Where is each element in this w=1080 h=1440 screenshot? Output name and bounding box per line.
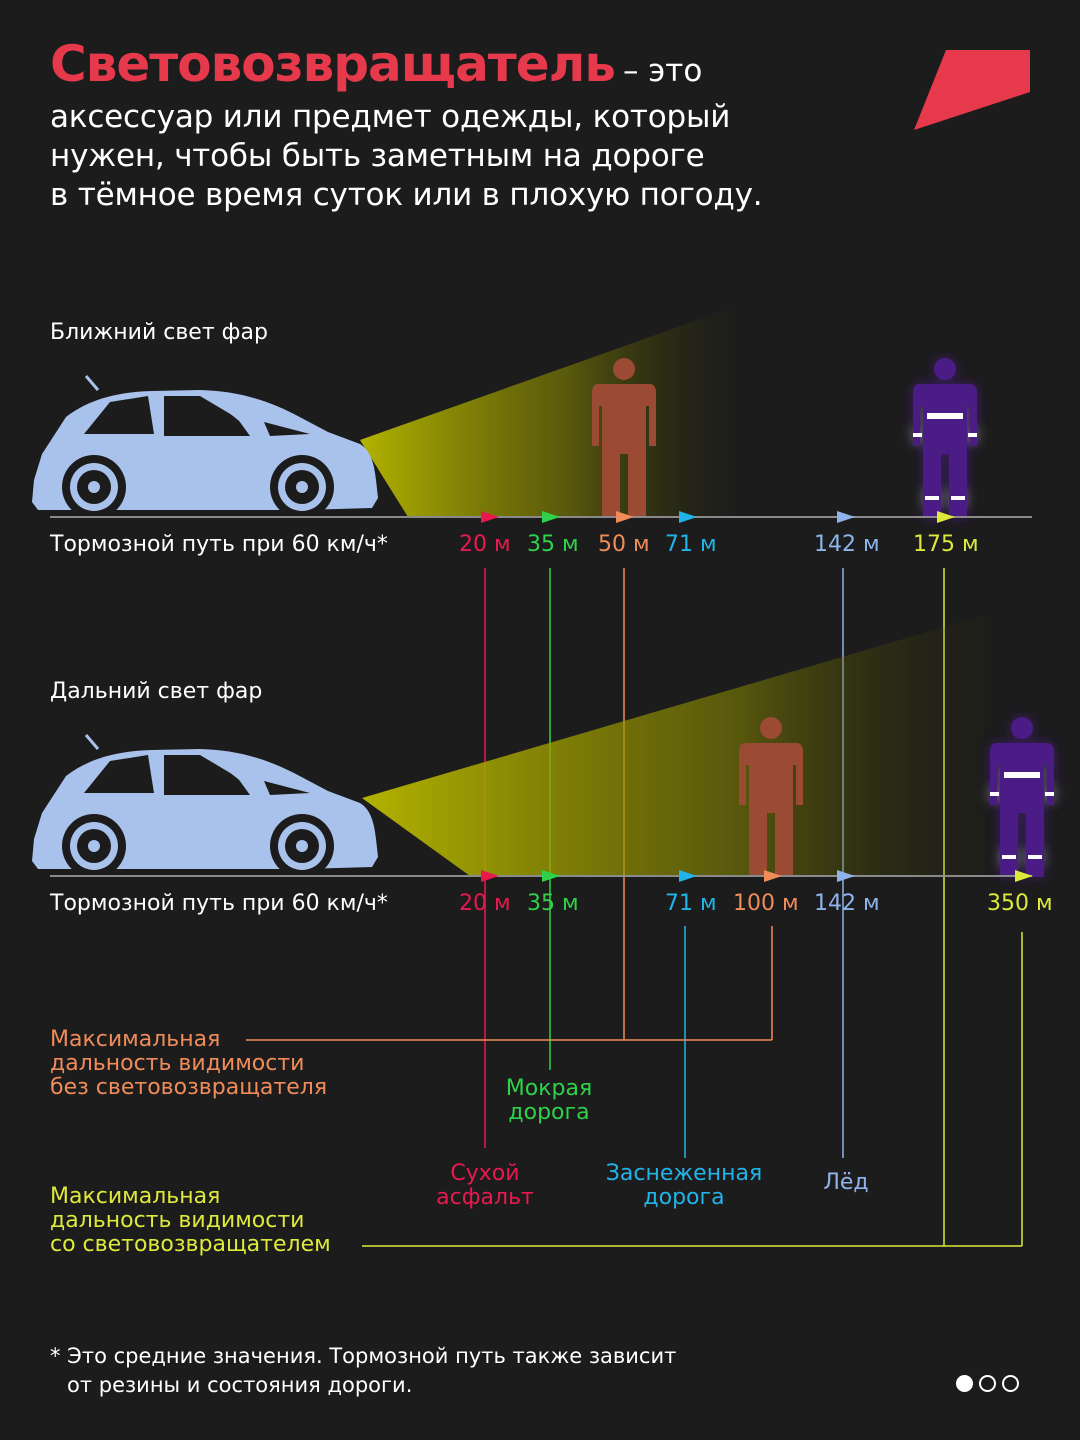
distance-350m-2: 350 м	[987, 891, 1053, 916]
markers-1	[481, 511, 955, 523]
marker-71m-2	[679, 870, 697, 882]
marker-20m-1	[481, 511, 499, 523]
marker-100m-2	[764, 870, 782, 882]
legend-snow-line-1: Заснеженная	[605, 1161, 763, 1186]
marker-175m-1	[937, 511, 955, 523]
pagination-dot-1[interactable]	[956, 1375, 973, 1392]
legend-wet-road: Мокрая дорога	[501, 1077, 597, 1125]
legend-ice: Лёд	[818, 1171, 874, 1195]
high-beam-light	[362, 615, 985, 876]
distance-35m-1: 35 м	[527, 532, 579, 557]
legend-no-reflector-line-2: дальность видимости	[50, 1051, 305, 1076]
pedestrian-reflector-1	[913, 358, 977, 518]
car-low-beam	[30, 374, 380, 521]
title-rest: – это	[622, 53, 703, 89]
marker-142m-1	[837, 511, 855, 523]
marker-20m-2	[481, 870, 499, 882]
marker-35m-2	[542, 870, 560, 882]
legend-with-reflector-line-1: Максимальная	[50, 1184, 221, 1209]
legend-wet-line-1: Мокрая	[505, 1076, 593, 1101]
title-highlight: Световозвращатель	[50, 35, 616, 93]
legend-dry-asphalt: Сухой асфальт	[430, 1162, 540, 1210]
brand-logo-shape	[914, 50, 1030, 130]
distance-100m-2: 100 м	[733, 891, 799, 916]
marker-142m-2	[837, 870, 855, 882]
car-high-beam	[30, 733, 380, 880]
intro-line-1: аксессуар или предмет одежды, который	[50, 99, 731, 135]
pagination-dots	[956, 1375, 1019, 1392]
distance-71m-1: 71 м	[665, 532, 717, 557]
distance-71m-2: 71 м	[665, 891, 717, 916]
intro-line-2: нужен, чтобы быть заметным на дороге	[50, 138, 705, 174]
distance-175m-1: 175 м	[913, 532, 979, 557]
legend-no-reflector-line-1: Максимальная	[50, 1027, 221, 1052]
title-block: Световозвращатель– это аксессуар или пре…	[50, 39, 870, 215]
legend-dry-line-2: асфальт	[436, 1185, 534, 1210]
footnote-line-1: * Это средние значения. Тормозной путь т…	[50, 1344, 677, 1368]
markers-2	[481, 870, 1033, 882]
section-label-high-beam: Дальний свет фар	[50, 679, 263, 704]
legend-snow-road: Заснеженная дорога	[598, 1162, 770, 1210]
legend-no-reflector: Максимальная дальность видимости без све…	[50, 1028, 327, 1100]
legend-snow-line-2: дорога	[643, 1185, 725, 1210]
legend-with-reflector-line-2: дальность видимости	[50, 1208, 305, 1233]
marker-50m-1	[616, 511, 634, 523]
distance-20m-2: 20 м	[459, 891, 511, 916]
legend-ice-line-1: Лёд	[823, 1170, 869, 1195]
marker-71m-1	[679, 511, 697, 523]
marker-350m-2	[1015, 870, 1033, 882]
pagination-dot-3[interactable]	[1002, 1375, 1019, 1392]
marker-35m-1	[542, 511, 560, 523]
legend-dry-line-1: Сухой	[450, 1161, 520, 1186]
distance-142m-1: 142 м	[814, 532, 880, 557]
distance-20m-1: 20 м	[459, 532, 511, 557]
legend-with-reflector-line-3: со световозвращателем	[50, 1232, 331, 1257]
brake-label-2: Тормозной путь при 60 км/ч*	[50, 891, 388, 916]
title-line: Световозвращатель– это	[50, 39, 870, 96]
distance-142m-2: 142 м	[814, 891, 880, 916]
legend-with-reflector: Максимальная дальность видимости со свет…	[50, 1185, 331, 1257]
pagination-dot-2[interactable]	[979, 1375, 996, 1392]
section-label-low-beam: Ближний свет фар	[50, 320, 268, 345]
legend-no-reflector-line-3: без световозвращателя	[50, 1075, 328, 1100]
footnote: * Это средние значения. Тормозной путь т…	[50, 1342, 676, 1400]
distance-50m-1: 50 м	[598, 532, 650, 557]
brake-label-1: Тормозной путь при 60 км/ч*	[50, 532, 388, 557]
legend-wet-line-2: дорога	[508, 1100, 590, 1125]
pedestrian-reflector-2	[990, 717, 1054, 877]
intro-line-3: в тёмное время суток или в плохую погоду…	[50, 177, 763, 213]
low-beam-light	[360, 305, 740, 517]
distance-35m-2: 35 м	[527, 891, 579, 916]
footnote-line-2: от резины и состояния дороги.	[67, 1373, 413, 1397]
